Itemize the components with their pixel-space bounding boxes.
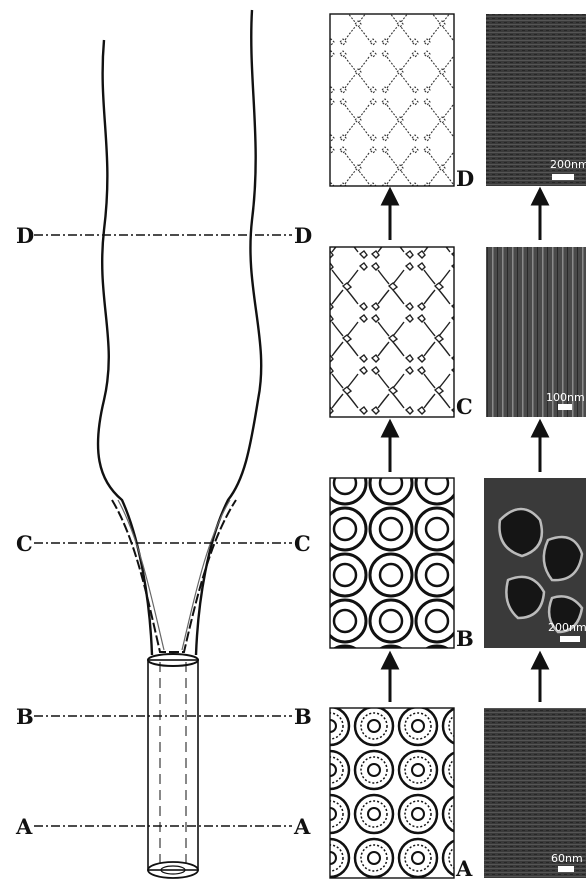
section-lines bbox=[34, 235, 292, 826]
scale-bar-label: 200nm bbox=[548, 621, 586, 634]
section-label: A bbox=[293, 814, 311, 839]
scale-bar-label: 100nm bbox=[546, 391, 585, 404]
up-arrow-icon bbox=[383, 654, 397, 702]
schematic-panel-c bbox=[330, 247, 454, 417]
section-label: A bbox=[15, 814, 33, 839]
panel-label: D bbox=[456, 166, 474, 191]
panel-label: C bbox=[456, 394, 473, 419]
up-arrow-icon bbox=[383, 190, 397, 240]
section-labels-left: D C B A bbox=[15, 223, 34, 839]
section-label: B bbox=[294, 704, 312, 729]
schematic-panel-b bbox=[330, 478, 454, 648]
panel-labels: D C B A bbox=[455, 166, 474, 881]
up-arrow-icon bbox=[383, 422, 397, 472]
up-arrow-icon bbox=[533, 190, 547, 240]
fiber-wall bbox=[118, 500, 230, 650]
section-label: D bbox=[294, 223, 312, 248]
scale-bar bbox=[552, 174, 574, 180]
fiber-drawing bbox=[98, 10, 261, 878]
panel-label: B bbox=[456, 626, 474, 651]
scale-bar bbox=[560, 636, 580, 642]
scale-bar bbox=[558, 404, 572, 410]
fiber-outline bbox=[98, 40, 152, 655]
scale-bar bbox=[558, 866, 574, 872]
scale-bar-label: 60nm bbox=[551, 852, 583, 865]
micrograph-panels bbox=[484, 14, 586, 878]
up-arrow-icon bbox=[533, 422, 547, 472]
schematic-panel-d bbox=[330, 14, 454, 186]
schematic-panel-a bbox=[330, 708, 454, 878]
section-label: C bbox=[16, 531, 33, 556]
up-arrow-icon bbox=[533, 654, 547, 702]
section-label: D bbox=[16, 223, 34, 248]
schematic-panels bbox=[330, 14, 454, 878]
section-label: B bbox=[16, 704, 34, 729]
section-labels-right: D C B A bbox=[293, 223, 312, 839]
scale-bar-label: 200nm bbox=[550, 158, 586, 171]
panel-label: A bbox=[455, 856, 473, 881]
section-label: C bbox=[294, 531, 311, 556]
capillary-tube bbox=[148, 654, 198, 878]
